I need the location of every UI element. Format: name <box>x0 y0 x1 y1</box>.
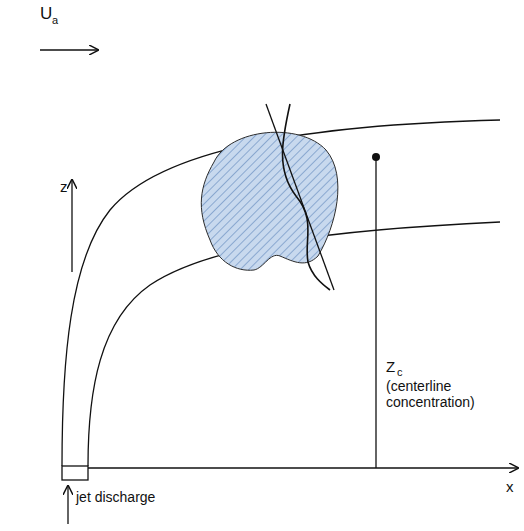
section-axis <box>266 104 334 290</box>
plume-outer-boundary <box>62 120 500 466</box>
velocity-symbol: U <box>40 4 52 24</box>
height-subscript: c <box>397 366 403 379</box>
velocity-subscript: a <box>52 14 58 27</box>
axis-label: z <box>60 178 68 195</box>
z-axis <box>71 180 72 272</box>
concentration-profile <box>283 104 331 290</box>
height-description: (centerline concentration) <box>386 378 504 410</box>
jet-nozzle <box>62 466 88 480</box>
axis-label: x <box>506 478 514 495</box>
cross-section <box>201 132 338 270</box>
height-symbol: Z <box>386 358 395 375</box>
crossflow-arrow <box>40 49 98 50</box>
discharge-label: jet discharge <box>76 489 155 505</box>
centerline-height <box>375 157 376 468</box>
discharge-arrow <box>67 486 68 524</box>
x-axis <box>88 467 518 468</box>
